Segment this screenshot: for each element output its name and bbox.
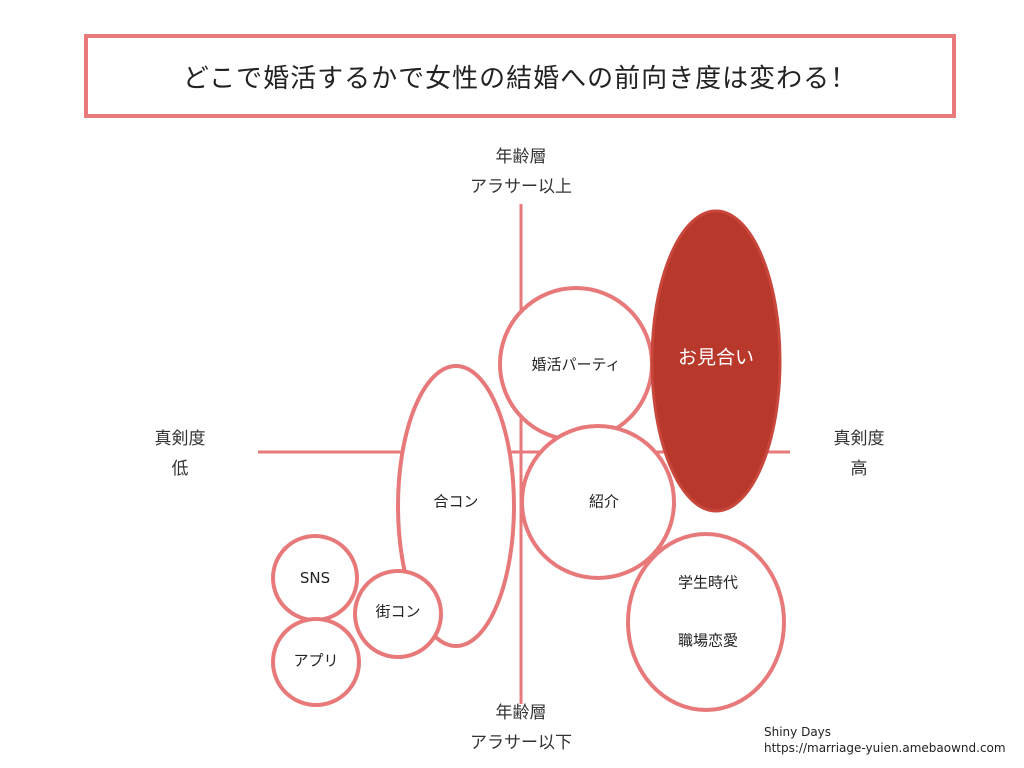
omiai-ellipse [650,209,782,513]
title-banner: どこで婚活するかで女性の結婚への前向き度は変わる！ [84,34,956,118]
axis-label-right-line1: 真剣度 [833,429,885,449]
axis-label-top-line2: アラサー以上 [470,177,572,197]
axis-label-bottom-line1: 年齢層 [495,703,547,723]
axis-label-left-line1: 真剣度 [154,429,206,449]
credit-url[interactable]: https://marriage-yuien.amebaownd.com [764,741,1006,755]
axis-label-top-line1: 年齢層 [495,147,547,167]
node-label-machikon: 街コン [375,602,421,621]
machikon-circle [353,569,443,659]
node-label-konkatsu-party: 婚活パーティ [531,355,621,374]
credit: Shiny Days https://marriage-yuien.amebao… [764,724,1006,756]
node-label-omiai: お見合い [677,346,755,369]
gakusei-shokuba-ellipse [626,532,786,712]
page-title: どこで婚活するかで女性の結婚への前向き度は変わる！ [182,63,858,94]
node-label-sns: SNS [299,569,331,587]
axis-label-top: 年齢層 アラサー以上 [470,142,572,202]
shoukai-circle [520,424,676,580]
axis-label-right-line2: 高 [850,459,868,479]
credit-name: Shiny Days [764,725,832,739]
node-label-app: アプリ [293,651,339,670]
app-circle [271,617,361,707]
node-label-gakusei: 学生時代 [677,573,739,592]
node-label-shoukai: 紹介 [588,492,620,511]
axis-label-bottom: 年齢層 アラサー以下 [470,698,572,758]
goukon-ellipse [396,364,516,648]
axis-label-right: 真剣度 高 [834,424,885,484]
axis-label-bottom-line2: アラサー以下 [470,733,572,753]
node-label-shokuba: 職場恋愛 [677,631,739,650]
axis-label-left: 真剣度 低 [155,424,206,484]
node-label-goukon: 合コン [433,492,479,511]
axis-label-left-line2: 低 [171,459,189,479]
